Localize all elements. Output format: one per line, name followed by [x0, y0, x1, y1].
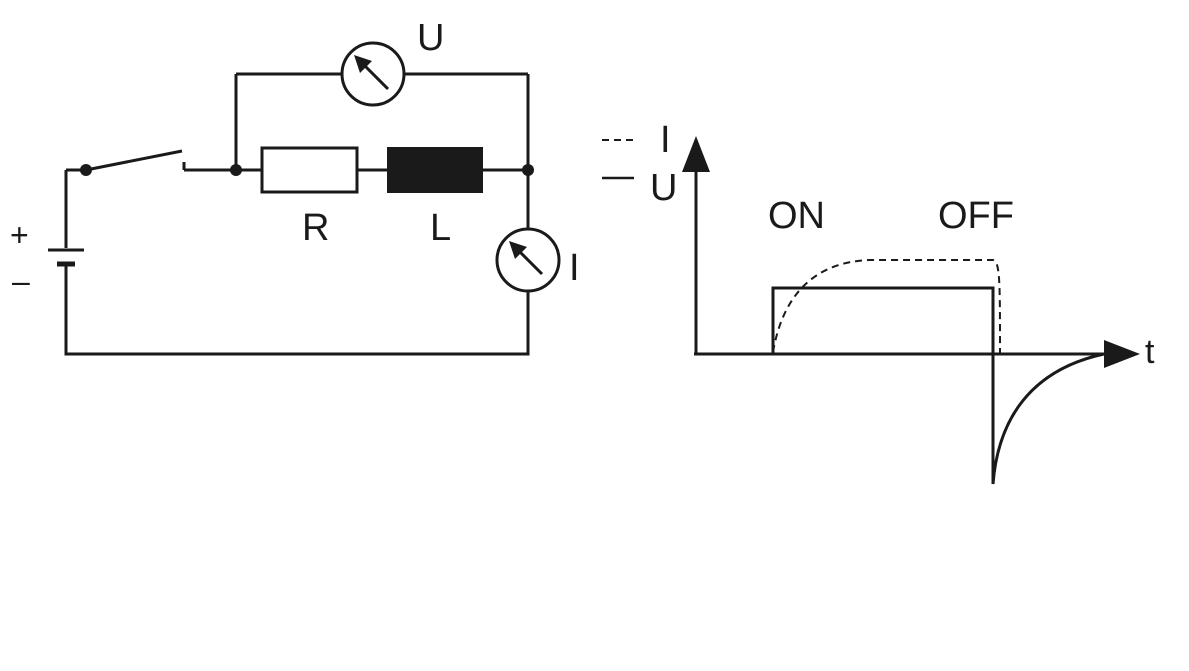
- resistor-label: R: [302, 207, 329, 249]
- resistor: R: [260, 146, 359, 249]
- voltmeter-label: U: [417, 17, 444, 59]
- voltmeter: U: [340, 17, 444, 107]
- legend-voltage-label: U: [650, 167, 677, 209]
- battery: + –: [10, 217, 84, 299]
- x-axis-arrowhead: [1104, 340, 1140, 368]
- battery-plus-label: +: [10, 217, 29, 253]
- ammeter-label: I: [569, 247, 580, 289]
- current-curve: [772, 259, 1001, 355]
- circuit: + – U R: [10, 17, 580, 356]
- inductor: L: [387, 147, 483, 249]
- ammeter: I: [495, 227, 580, 293]
- inductor-body: [387, 147, 483, 193]
- switch: [80, 149, 186, 176]
- battery-minus-label: –: [12, 263, 30, 299]
- on-annotation: ON: [768, 195, 825, 237]
- inductor-label: L: [430, 207, 451, 249]
- off-annotation: OFF: [938, 195, 1014, 237]
- graph-legend: I U: [602, 119, 677, 209]
- switch-blade: [85, 149, 183, 172]
- voltmeter-arrowhead: [354, 55, 372, 73]
- resistor-body: [260, 146, 359, 194]
- ammeter-arrowhead: [509, 241, 527, 259]
- legend-current-label: I: [660, 119, 671, 161]
- y-axis-arrowhead: [682, 136, 710, 172]
- timing-graph: I U t ON OFF: [602, 119, 1155, 485]
- voltage-curve: [771, 286, 1105, 485]
- x-axis-label: t: [1145, 333, 1155, 371]
